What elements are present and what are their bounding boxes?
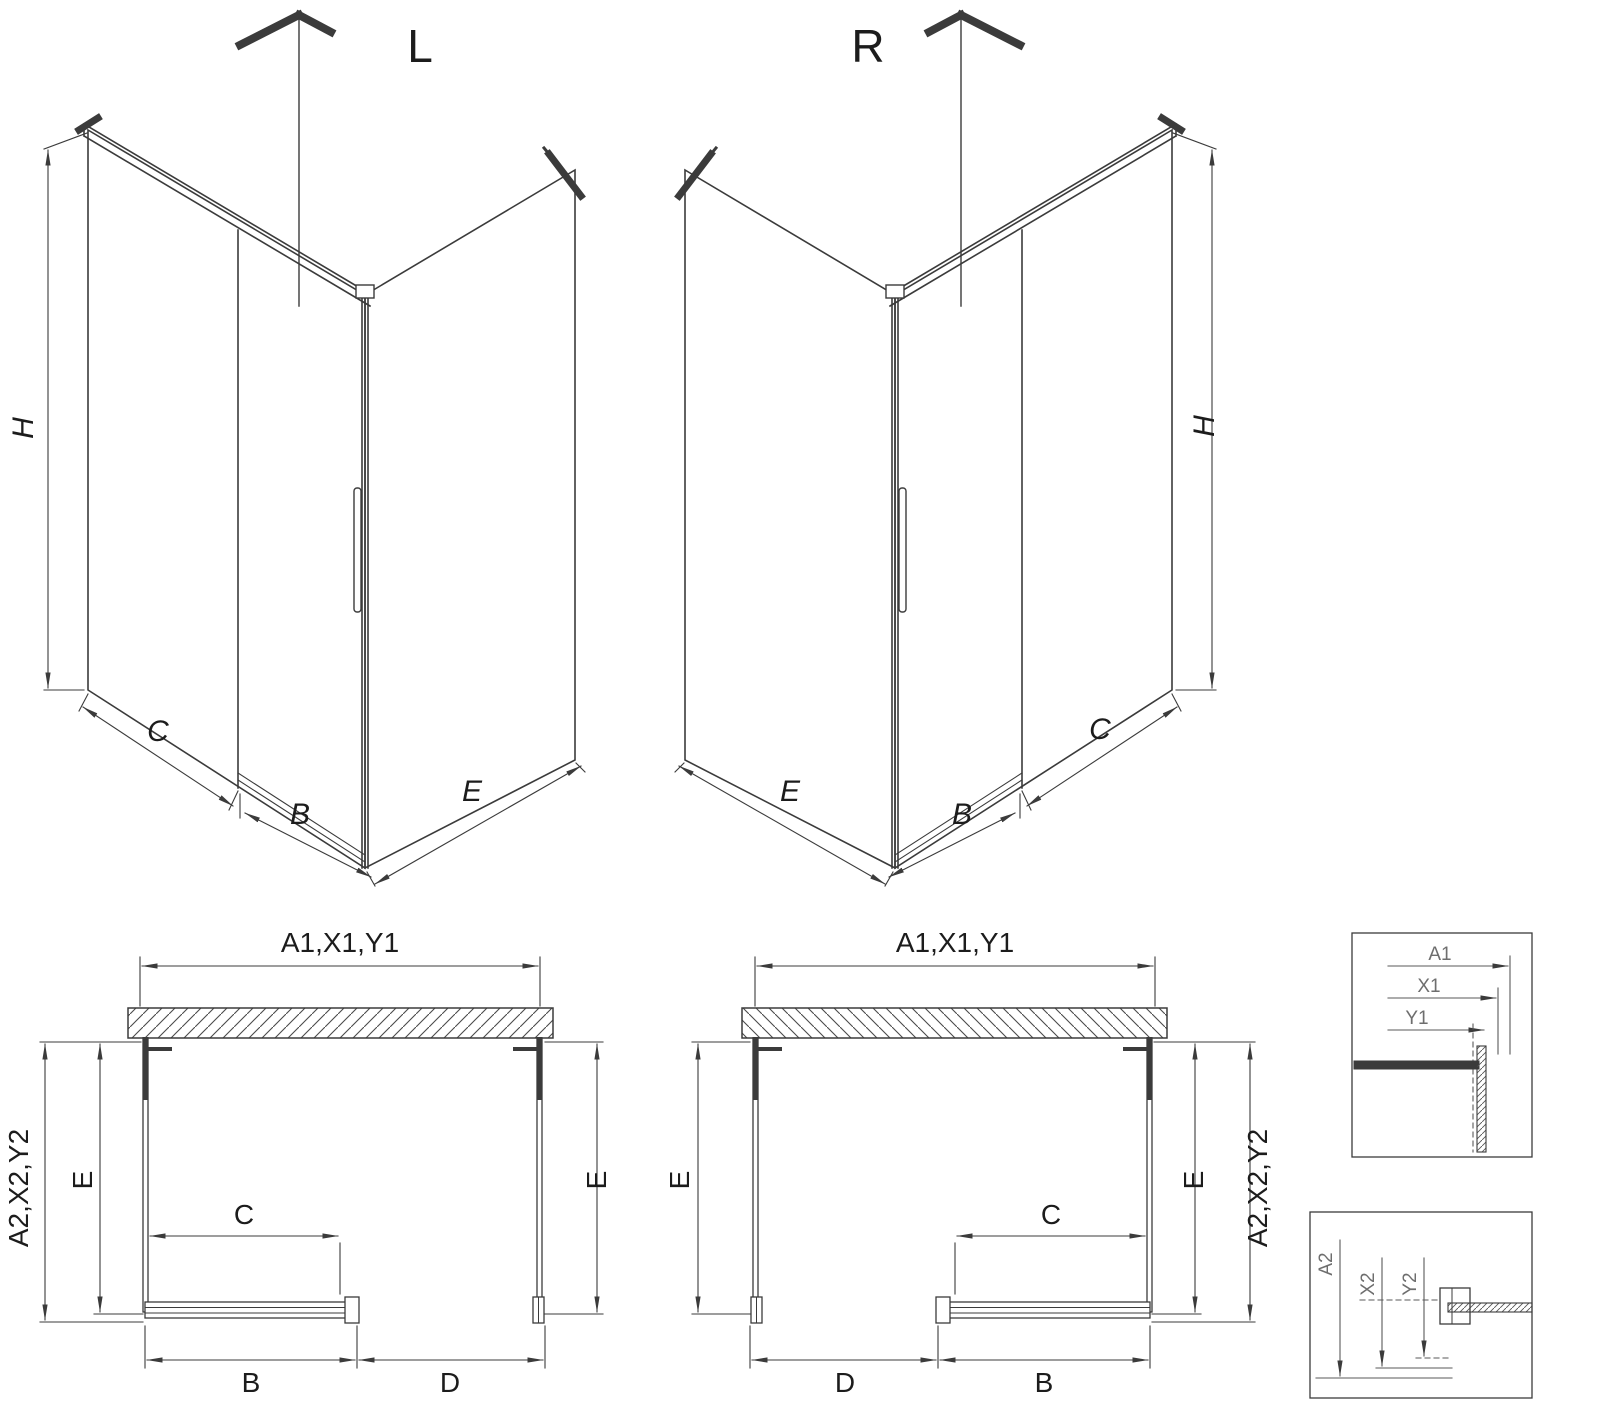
dim-label-b-plan-left: B	[242, 1367, 261, 1398]
dim-label-y2-detail: Y2	[1400, 1272, 1421, 1295]
dim-label-a2-detail: A2	[1316, 1252, 1337, 1275]
dim-label-x2-detail: X2	[1358, 1272, 1379, 1295]
dim-label-d-plan-left: D	[440, 1367, 460, 1398]
variant-label-left: L	[407, 20, 433, 72]
dim-label-e-plan-left-2: E	[581, 1171, 612, 1190]
dim-label-e-right: E	[780, 775, 801, 808]
dim-label-e-left: E	[462, 775, 483, 808]
dim-label-a2-plan-left: A2,X2,Y2	[3, 1129, 34, 1247]
dim-label-b-plan-right: B	[1035, 1367, 1054, 1398]
door-profile-section	[1439, 1287, 1471, 1325]
glass-section	[1476, 1045, 1487, 1153]
dim-label-x1-detail: X1	[1417, 976, 1440, 997]
dim-label-a1-detail: A1	[1428, 944, 1451, 965]
variant-label-right: R	[851, 20, 884, 72]
dim-label-e-plan-right-1: E	[664, 1171, 695, 1190]
labels: L H C B E R H E B C A1,X1,Y1 A2,X2,Y2 E …	[3, 20, 1452, 1398]
dim-label-e-plan-right-2: E	[1178, 1171, 1209, 1190]
dim-label-c-left: C	[147, 715, 169, 748]
dim-label-c-plan-right: C	[1041, 1199, 1061, 1230]
detail-box-horizontal	[1351, 932, 1533, 1158]
dim-label-b-left: B	[290, 798, 310, 831]
dim-label-d-plan-right: D	[835, 1367, 855, 1398]
dim-label-h-right: H	[1188, 415, 1221, 437]
dim-label-a2-plan-right: A2,X2,Y2	[1242, 1129, 1273, 1247]
dim-label-b-right: B	[952, 798, 972, 831]
dim-label-h-left: H	[7, 417, 40, 439]
dim-label-c-plan-left: C	[234, 1199, 254, 1230]
dim-label-a1-plan-right: A1,X1,Y1	[896, 927, 1014, 958]
detail-box-vertical	[1309, 1211, 1533, 1399]
detail-frame	[1351, 932, 1533, 1158]
dim-label-c-right: C	[1089, 713, 1111, 746]
dim-label-e-plan-left-1: E	[67, 1171, 98, 1190]
dim-label-a1-plan-left: A1,X1,Y1	[281, 927, 399, 958]
glass-section	[1447, 1302, 1533, 1313]
dim-label-y1-detail: Y1	[1405, 1008, 1428, 1029]
